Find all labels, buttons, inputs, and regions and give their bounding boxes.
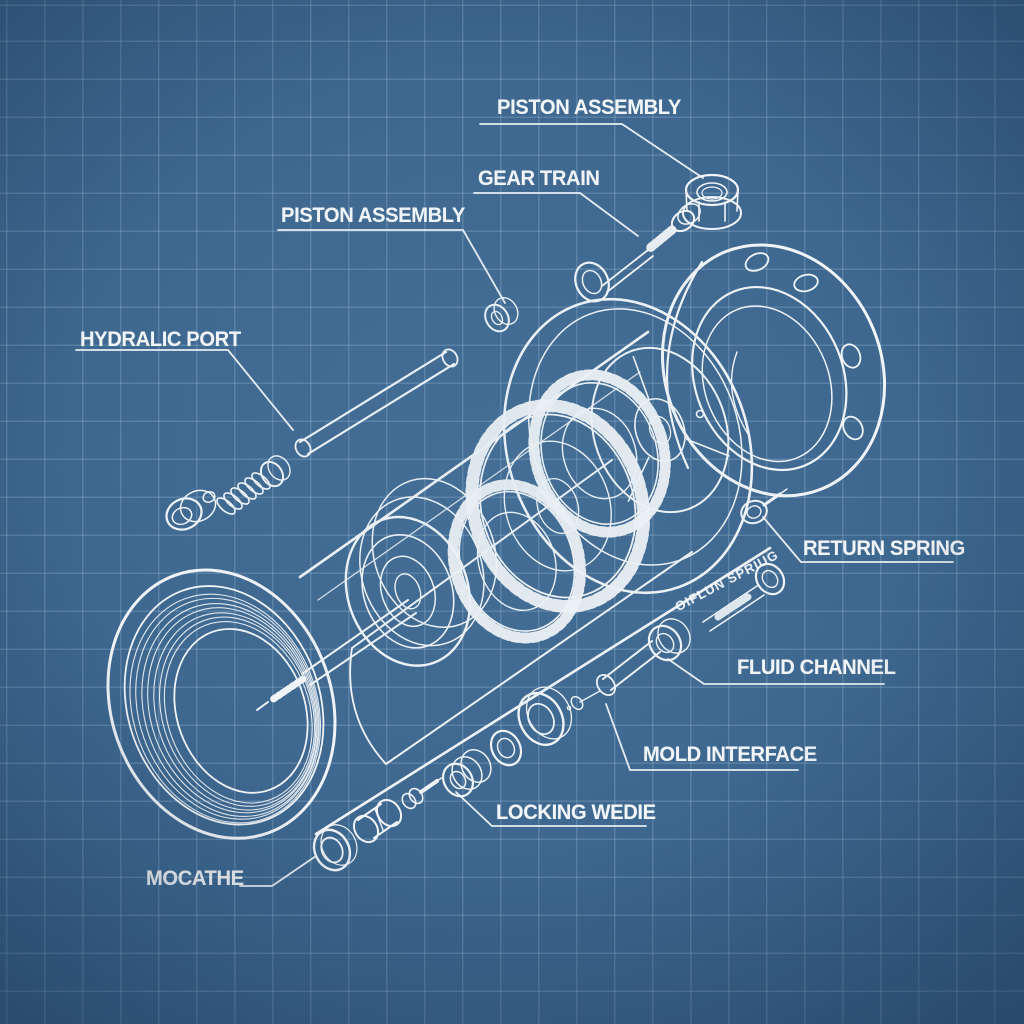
piston-drum-drawing (344, 477, 498, 667)
rear-disc-drawing (590, 346, 730, 514)
label-piston-assembly-left: PISTON ASSEMBLY (281, 204, 465, 227)
label-mold-interface: MOLD INTERFACE (643, 743, 817, 766)
label-hydralic-port: HYDRALIC PORT (80, 328, 241, 351)
label-piston-assembly-top: PISTON ASSEMBLY (497, 96, 681, 119)
plug-fitting-drawing (165, 489, 217, 531)
washer-row-drawing (441, 686, 573, 798)
small-sleeve-drawing (484, 296, 519, 333)
hex-nut-drawing (682, 173, 742, 230)
return-spring-bolt-drawing (740, 488, 788, 525)
coil-spring-drawing (216, 455, 291, 515)
long-screw-drawing (574, 203, 701, 303)
hydraulic-rod-drawing (294, 348, 459, 458)
label-locking-wedie: LOCKING WEDIE (496, 801, 656, 824)
engraved-bolt-drawing (702, 562, 786, 632)
label-gear-train: GEAR TRAIN (478, 167, 600, 190)
fluid-tube-drawing (566, 618, 691, 711)
label-fluid-channel: FLUID CHANNEL (737, 656, 896, 679)
leader-lines (75, 123, 954, 887)
label-mocathe: MOCATHE (146, 867, 244, 890)
gear-cluster-drawing (447, 369, 671, 644)
label-return-spring: RETURN SPRING (803, 537, 965, 560)
small-parts-drawing (312, 776, 444, 872)
end-cap-flange-drawing (660, 243, 887, 498)
